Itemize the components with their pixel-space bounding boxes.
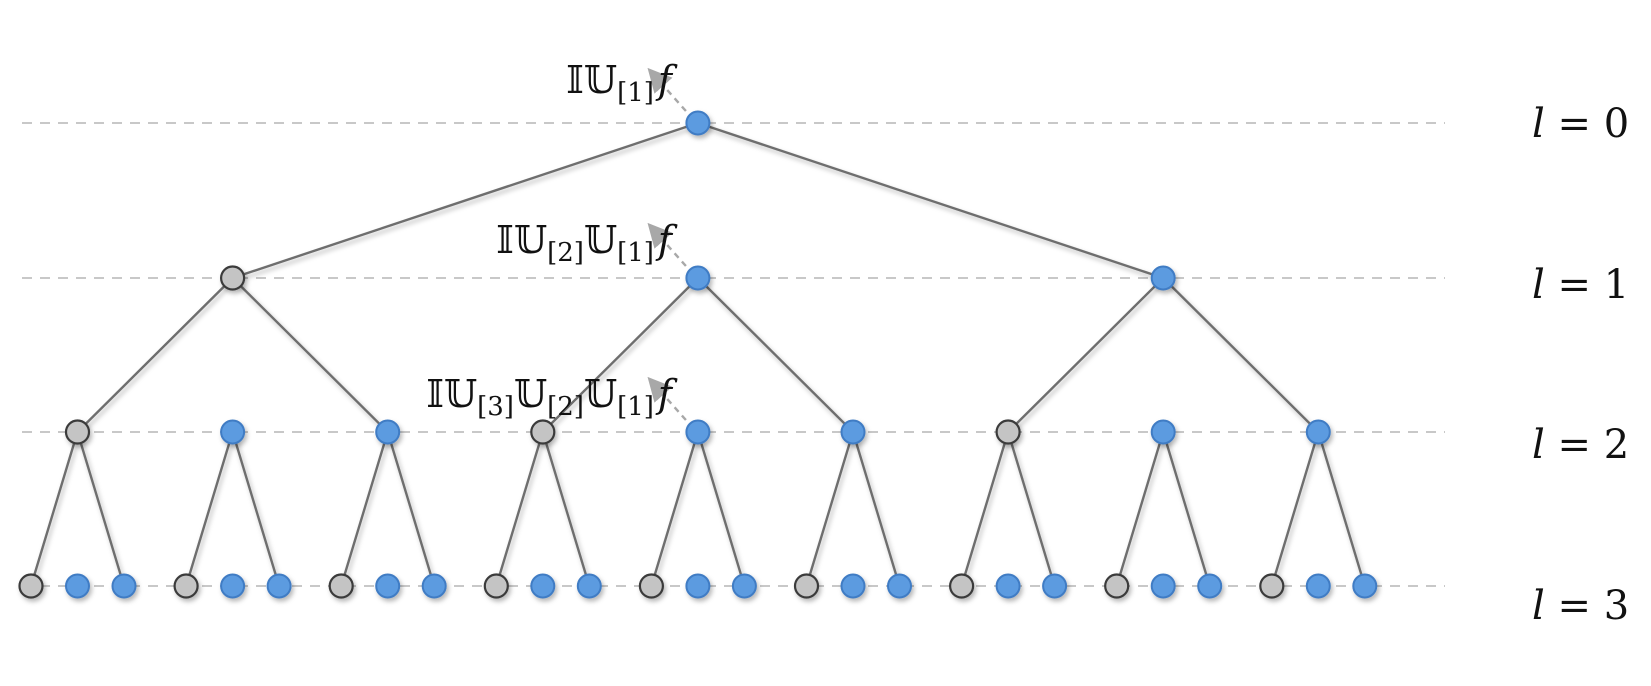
tree-edge [1317,431,1366,587]
highlighted-node [65,573,90,599]
tree-edge [495,431,544,587]
tree-edge [1115,431,1165,587]
annotation-arrow-1 [647,222,687,267]
tree-node [995,419,1021,445]
highlighted-node [576,573,602,599]
tree-edges [29,121,1366,587]
tree-edge [340,431,389,587]
annotation-arrow-2 [647,376,687,421]
highlighted-node [1150,419,1176,445]
tree-edge [184,431,234,587]
highlighted-node [111,573,137,599]
highlighted-node [421,573,447,599]
highlighted-node [220,419,246,445]
tree-edge [541,277,699,433]
highlighted-node [266,573,292,599]
highlighted-node [731,573,757,599]
tree-edge [231,277,389,433]
tree-edge [851,431,901,587]
tree-edge [960,431,1010,587]
tree-edge [29,431,79,587]
highlighted-node [840,573,866,599]
highlighted-node [1150,265,1176,291]
tree-node [530,419,556,445]
tree-node [64,419,91,445]
annotation-level-1: 𝕀𝕌[2]𝕌[1]f [496,218,678,268]
annotation-arrow-0 [647,67,687,112]
level-label-2: l = 2 [1532,422,1629,468]
annotation-level-0: 𝕀𝕌[1]f [566,58,678,108]
tree-edge [1006,431,1056,587]
level-lines [22,122,1445,587]
highlighted-node [995,573,1021,599]
tree-edge [76,277,234,433]
level-label-0: l = 0 [1532,101,1629,147]
highlighted-node [887,573,912,599]
highlighted-node [685,573,711,599]
tree-node [328,573,354,599]
level-label-3: l = 3 [1532,583,1629,629]
tree-edge [805,431,855,587]
tree-nodes [18,110,1378,599]
tree-edge [231,431,281,587]
annotation-level-2: 𝕀𝕌[3]𝕌[2]𝕌[1]f [426,372,678,422]
tree-edge [1162,431,1211,587]
tree-edge [76,431,126,587]
tree-edge [696,431,746,587]
tree-edge [1162,277,1320,433]
tree-edge [1007,277,1165,433]
tree-edge [697,277,854,433]
tree-edge [541,431,591,587]
tree-node [1104,573,1130,599]
highlighted-node [1305,419,1331,445]
tree-node [948,573,975,599]
tree-edge [386,431,436,587]
highlighted-node [1352,573,1378,599]
tree-edge [232,121,699,280]
tree-node [220,265,246,291]
highlighted-node [530,573,556,599]
highlighted-node [685,419,711,445]
tree-edge [1270,431,1320,587]
highlighted-node [685,265,711,291]
highlighted-node [1305,573,1331,599]
highlighted-node [1150,573,1176,599]
tree-node [638,573,665,599]
tree-node [793,573,820,599]
highlighted-node [375,419,401,445]
tree-node [173,573,199,599]
tree-edge [697,121,1164,280]
annotation-arrows [647,67,687,421]
tree-node [18,573,44,599]
level-label-1: l = 1 [1532,262,1629,308]
highlighted-node [375,573,401,599]
tree-node [1259,573,1285,599]
highlighted-node [220,573,246,599]
tree-edge [650,431,700,587]
highlighted-node [1197,573,1223,599]
tree-node [483,573,509,599]
highlighted-node [685,110,711,136]
highlighted-node [840,419,866,445]
highlighted-node [1042,573,1068,599]
